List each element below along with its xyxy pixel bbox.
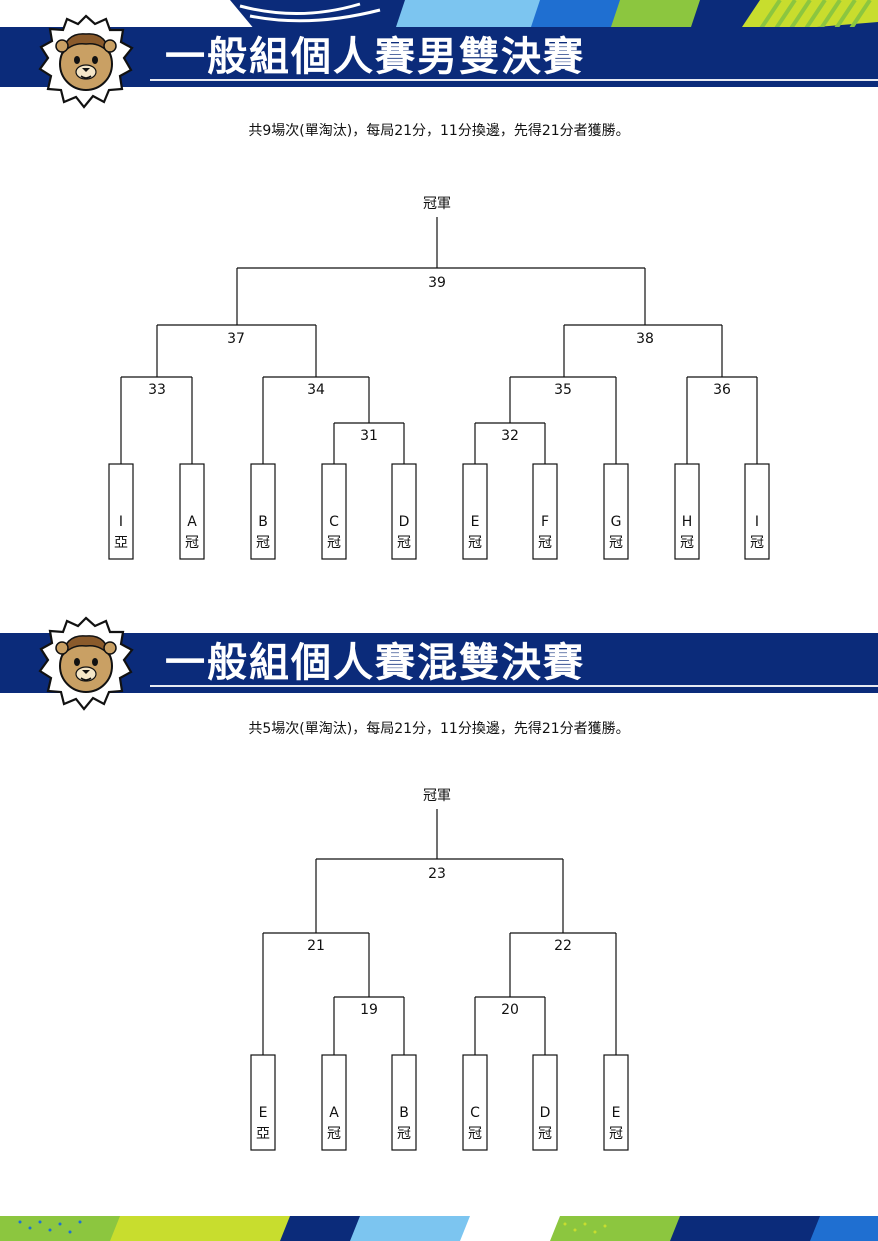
match-number: 19 [360, 1002, 378, 1018]
team-letter: C [470, 1105, 480, 1121]
match-number: 37 [227, 331, 245, 347]
team-box: C冠 [321, 463, 347, 560]
team-rank: 亞 [256, 1126, 270, 1142]
section-banner: 一般組個人賽男雙決賽 [0, 27, 878, 87]
team-letter: F [541, 514, 549, 530]
match-number: 33 [148, 382, 166, 398]
match-number: 39 [428, 275, 446, 291]
match-number: 32 [501, 428, 519, 444]
team-box: I亞 [108, 463, 134, 560]
team-letter: E [612, 1105, 621, 1121]
match-number: 34 [307, 382, 325, 398]
team-box: H冠 [674, 463, 700, 560]
team-rank: 冠 [750, 535, 764, 551]
team-rank: 冠 [327, 535, 341, 551]
match-number: 22 [554, 938, 572, 954]
team-box: A冠 [321, 1054, 347, 1151]
team-box: B冠 [391, 1054, 417, 1151]
match-number: 38 [636, 331, 654, 347]
team-rank: 冠 [538, 535, 552, 551]
team-letter: E [471, 514, 480, 530]
team-box: E亞 [250, 1054, 276, 1151]
team-rank: 冠 [256, 535, 270, 551]
team-rank: 冠 [468, 1126, 482, 1142]
team-box: A冠 [179, 463, 205, 560]
team-letter: E [259, 1105, 268, 1121]
team-letter: D [540, 1105, 551, 1121]
team-letter: G [611, 514, 622, 530]
top-decoration [0, 0, 878, 30]
team-rank: 亞 [114, 535, 128, 551]
champion-label: 冠軍 [423, 196, 451, 212]
match-number: 31 [360, 428, 378, 444]
team-letter: D [399, 514, 410, 530]
bracket-mens-doubles: 冠軍 39 37 38 33 34 35 36 31 32 I亞 A冠 B冠 C… [108, 196, 770, 560]
match-number: 23 [428, 866, 446, 882]
team-letter: B [258, 514, 268, 530]
bracket-mixed-doubles: 冠軍 23 21 22 19 20 E亞 A冠 B冠 C冠 D冠 E冠 [250, 788, 629, 1151]
champion-label: 冠軍 [423, 788, 451, 804]
team-box: E冠 [462, 463, 488, 560]
team-letter: A [187, 514, 197, 530]
team-box: F冠 [532, 463, 558, 560]
section-banner: 一般組個人賽混雙決賽 [0, 633, 878, 693]
match-number: 20 [501, 1002, 519, 1018]
match-number: 21 [307, 938, 325, 954]
team-rank: 冠 [680, 535, 694, 551]
team-box: B冠 [250, 463, 276, 560]
team-letter: C [329, 514, 339, 530]
lion-mascot-icon [38, 616, 134, 711]
team-letter: B [399, 1105, 409, 1121]
team-box: G冠 [603, 463, 629, 560]
team-rank: 冠 [538, 1126, 552, 1142]
team-rank: 冠 [609, 535, 623, 551]
team-letter: H [682, 514, 693, 530]
section-title: 一般組個人賽混雙決賽 [165, 640, 585, 686]
match-number: 35 [554, 382, 572, 398]
team-box: I冠 [744, 463, 770, 560]
lion-mascot-icon [38, 14, 134, 109]
team-rank: 冠 [185, 535, 199, 551]
team-rank: 冠 [397, 535, 411, 551]
section-title: 一般組個人賽男雙決賽 [165, 34, 585, 80]
match-number: 36 [713, 382, 731, 398]
rules-subtitle: 共5場次(單淘汰)，每局21分，11分換邊，先得21分者獲勝。 [248, 721, 630, 737]
team-box: E冠 [603, 1054, 629, 1151]
rules-subtitle: 共9場次(單淘汰)，每局21分，11分換邊，先得21分者獲勝。 [248, 123, 630, 139]
team-letter: A [329, 1105, 339, 1121]
team-box: C冠 [462, 1054, 488, 1151]
team-letter: I [755, 514, 759, 530]
team-rank: 冠 [609, 1126, 623, 1142]
team-rank: 冠 [327, 1126, 341, 1142]
team-letter: I [119, 514, 123, 530]
team-box: D冠 [532, 1054, 558, 1151]
team-rank: 冠 [397, 1126, 411, 1142]
team-box: D冠 [391, 463, 417, 560]
team-rank: 冠 [468, 535, 482, 551]
bottom-decoration [0, 1216, 878, 1241]
banner-rule [150, 79, 878, 81]
banner-rule [150, 685, 878, 687]
